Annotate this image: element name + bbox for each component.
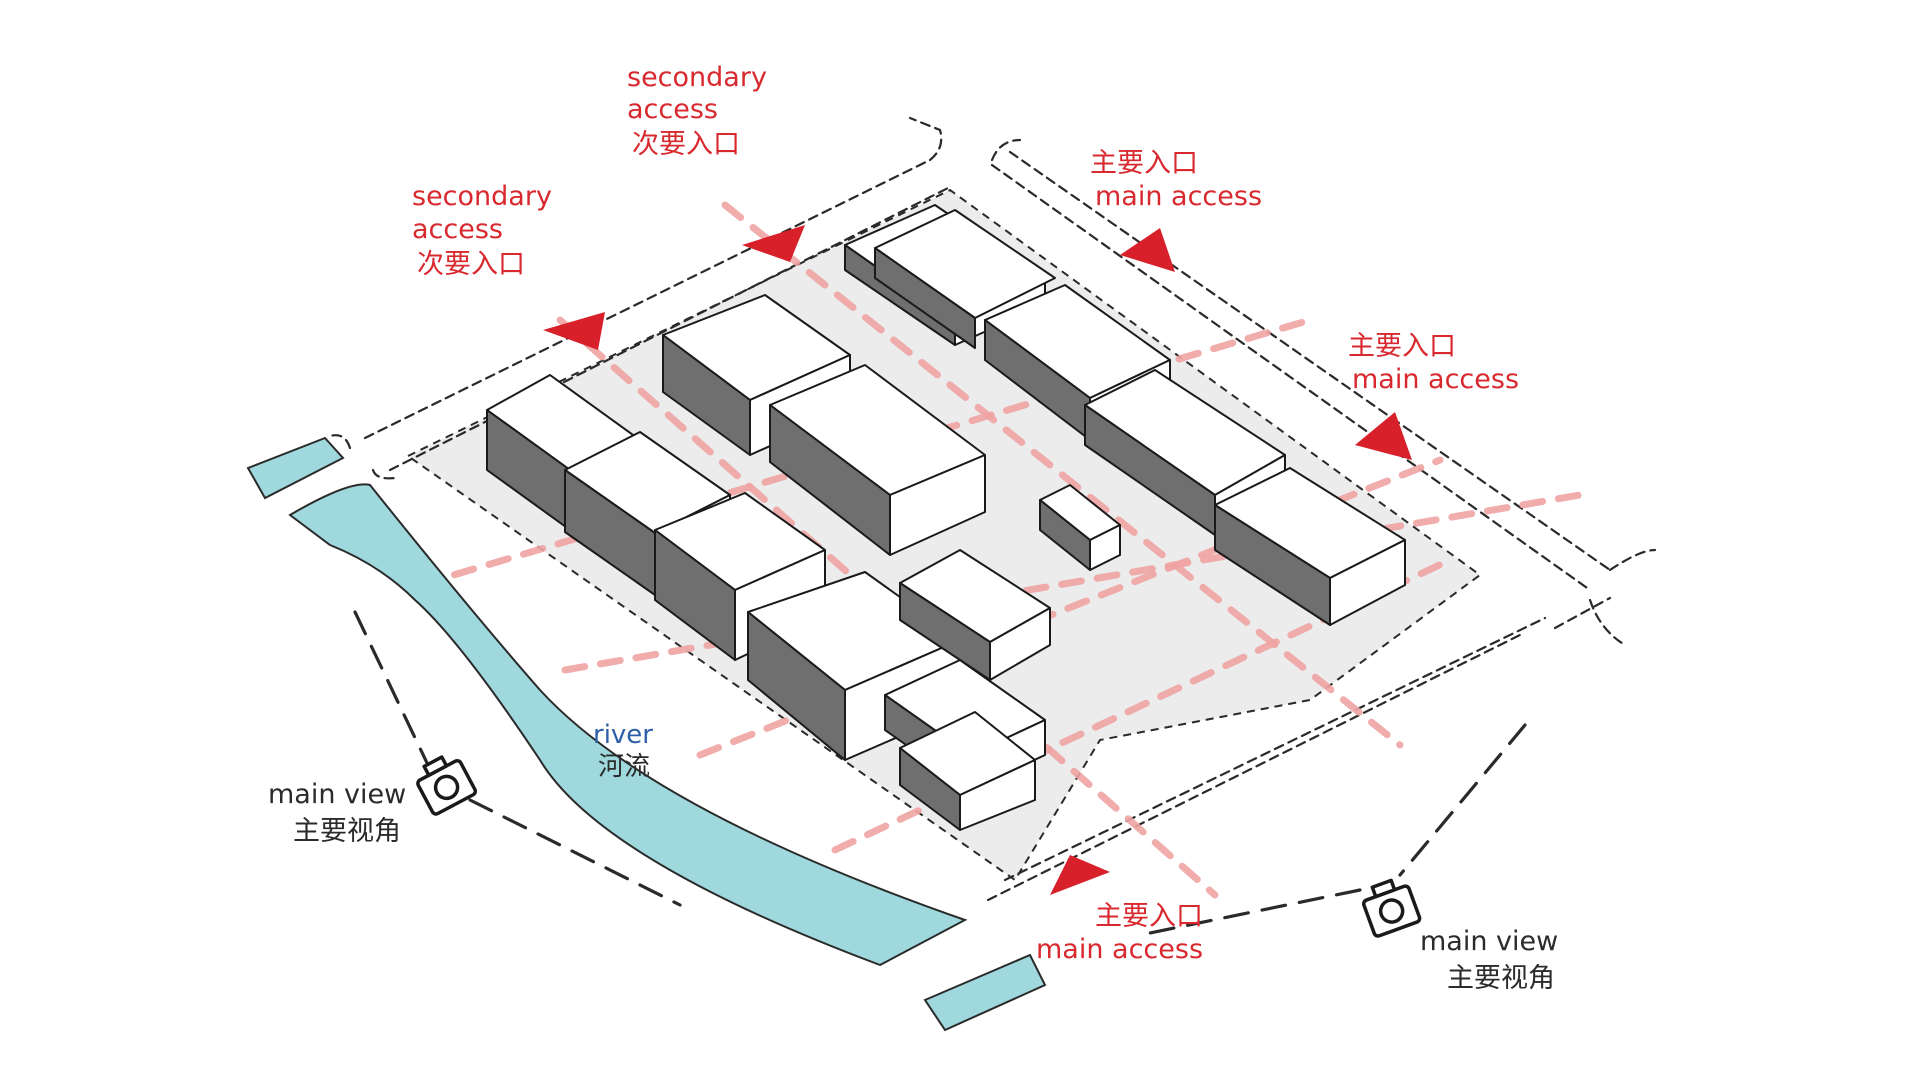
building (769, 364, 986, 556)
label-zh: 主要入口 (1348, 331, 1456, 362)
label-en: main view (1420, 926, 1558, 957)
main-access-label-top: 主要入口 main access (1090, 148, 1262, 212)
view-line (468, 798, 682, 907)
main-access-label-right: 主要入口 main access (1348, 331, 1519, 395)
building (899, 549, 1051, 681)
building (899, 711, 1036, 831)
label-zh: 次要入口 (632, 129, 740, 160)
axis-line (561, 491, 1584, 674)
label-en: main access (1352, 364, 1519, 395)
secondary-access-label-left: secondary access 次要入口 (412, 181, 552, 280)
road-edge (1588, 598, 1627, 647)
triangle-arrow-icon (742, 225, 805, 262)
building (1214, 467, 1406, 626)
main-view-label-right: main view 主要视角 (1420, 926, 1558, 994)
road-edge (371, 468, 397, 480)
road-edge (1008, 150, 1612, 572)
river-segment (923, 953, 1047, 1032)
buildings (486, 204, 1406, 831)
road-network (328, 116, 1657, 902)
label-zh: 次要入口 (417, 249, 525, 280)
road-edge (1003, 616, 1547, 882)
road-edge (388, 186, 950, 472)
road-edge (986, 633, 1522, 902)
camera-icon (416, 755, 478, 816)
road-edge (363, 158, 932, 440)
label-en: secondary (627, 62, 767, 93)
label-en: main access (1095, 181, 1262, 212)
view-line (1138, 888, 1362, 937)
river (288, 483, 968, 967)
building (1039, 484, 1121, 571)
label-en: access (627, 94, 718, 125)
main-access-label-bottom: 主要入口 main access (1036, 901, 1203, 965)
axis-line (721, 201, 1404, 749)
river-segment (246, 436, 345, 500)
label-en: main view (268, 779, 406, 810)
label-zh: 主要视角 (1447, 963, 1555, 994)
triangle-arrow-icon (1355, 412, 1412, 460)
access-arrows (543, 225, 1412, 895)
label-zh: 主要视角 (293, 816, 401, 847)
road-edge (1608, 548, 1657, 572)
view-line (353, 610, 430, 767)
secondary-access-label-top: secondary access 次要入口 (627, 62, 767, 160)
triangle-arrow-icon (543, 312, 605, 350)
view-line (1398, 723, 1527, 877)
label-zh: 主要入口 (1090, 148, 1198, 179)
road-edge (990, 138, 1022, 162)
road-edge (990, 163, 1592, 592)
label-en: main access (1036, 934, 1203, 965)
view-lines (353, 610, 1527, 937)
label-en: river (593, 720, 653, 750)
label-en: secondary (412, 181, 552, 212)
label-en: access (412, 214, 503, 245)
road-edge (908, 116, 943, 162)
label-zh: 主要入口 (1095, 901, 1203, 932)
triangle-arrow-icon (1120, 228, 1175, 272)
camera-icon (1361, 878, 1422, 938)
road-edge (328, 434, 352, 450)
label-zh: 河流 (598, 752, 650, 782)
main-view-label-left: main view 主要视角 (268, 779, 406, 847)
triangle-arrow-icon (1050, 855, 1110, 895)
road-edge (1553, 596, 1612, 630)
river-label: river 河流 (593, 720, 653, 782)
building (874, 209, 1056, 349)
